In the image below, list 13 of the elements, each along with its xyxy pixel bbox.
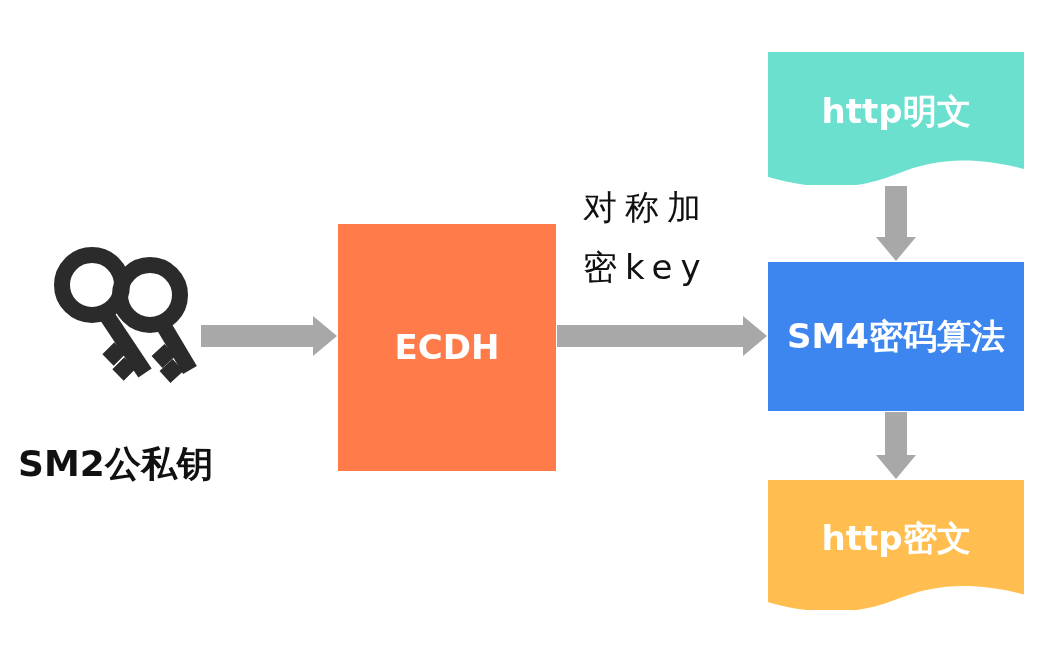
process-box	[768, 262, 1024, 411]
document-shape	[768, 52, 1024, 185]
block-arrow	[876, 412, 916, 479]
document-shape	[768, 480, 1024, 610]
key-caption: SM2公私钥	[18, 442, 213, 486]
block-arrow	[201, 316, 337, 356]
box-label: SM4密码算法	[786, 315, 1006, 358]
process-box	[338, 224, 556, 471]
block-arrow	[557, 316, 767, 356]
box-label: http明文	[820, 90, 972, 133]
block-arrow	[876, 186, 916, 261]
box-label: ECDH	[393, 326, 501, 369]
box-label: http密文	[820, 516, 972, 560]
